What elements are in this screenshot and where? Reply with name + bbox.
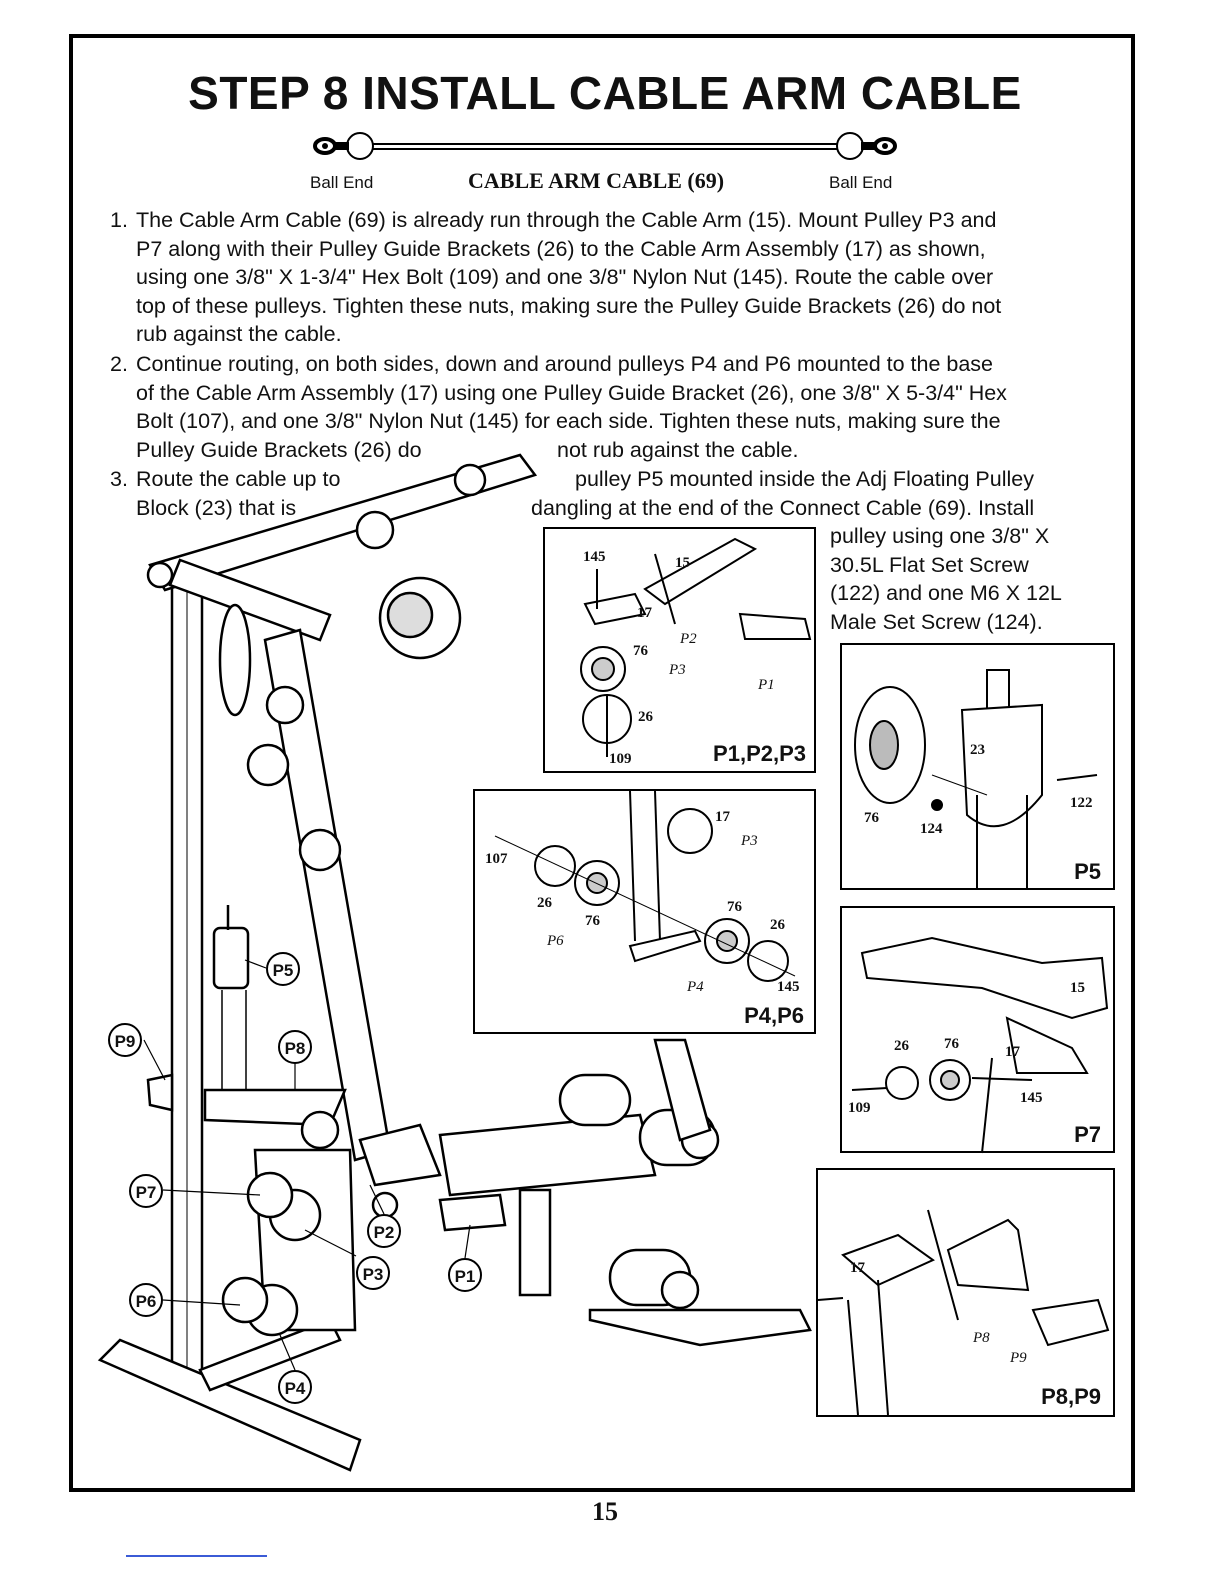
callout-p9: P9: [108, 1023, 142, 1057]
part-label: 76: [727, 899, 742, 915]
cable-name: CABLE ARM CABLE (69): [468, 168, 725, 193]
part-label: 76: [944, 1036, 959, 1052]
part-label: P3: [741, 833, 758, 849]
callout-p6: P6: [129, 1283, 163, 1317]
part-label: 26: [770, 917, 785, 933]
step-line: Block (23) that is: [136, 495, 297, 520]
part-label: 15: [1070, 980, 1085, 996]
part-label: 17: [637, 605, 652, 621]
detail-drawing: [494, 790, 796, 982]
detail-panel-p8-p9: 17 P8 P9 P8,P9: [816, 1168, 1115, 1417]
page-number: 15: [592, 1497, 618, 1526]
step-line: Route the cable up to: [136, 467, 341, 491]
ball-end-left-label: Ball End: [310, 173, 374, 192]
step-line: top of these pulleys. Tighten these nuts…: [136, 293, 1002, 318]
part-label: 124: [920, 821, 943, 837]
part-label: P1: [758, 677, 775, 693]
part-label: 26: [537, 895, 552, 911]
panel-label: P1,P2,P3: [713, 741, 806, 766]
ball-end-left-icon: [313, 132, 374, 160]
ball-end-right-label: Ball End: [829, 173, 893, 192]
cable-illustration: [313, 132, 897, 160]
part-label: P3: [669, 662, 686, 678]
panel-label: P8,P9: [1041, 1384, 1101, 1409]
detail-panel-p7: 15 26 76 17 109 145 P7: [840, 906, 1115, 1154]
part-label: P6: [547, 933, 564, 949]
step-line: rub against the cable.: [136, 322, 342, 347]
step-line: using one 3/8" X 1-3/4" Hex Bolt (109) a…: [136, 265, 994, 290]
detail-drawing: [851, 936, 1109, 1154]
ball-end-right-icon: [836, 132, 897, 160]
part-label: 145: [583, 549, 606, 565]
step-line: Continue routing, on both sides, down an…: [136, 352, 994, 376]
step-line: pulley P5 mounted inside the Adj Floatin…: [575, 467, 1034, 491]
callout-p1: P1: [448, 1258, 482, 1292]
step-line: pulley using one 3/8" X: [830, 524, 1050, 549]
step-line: Bolt (107), and one 3/8" Nylon Nut (145)…: [136, 409, 1001, 434]
detail-panel-p5: 23 76 124 122 P5: [840, 643, 1115, 890]
detail-drawing: [580, 537, 812, 757]
part-label: 17: [715, 809, 730, 825]
panel-label: P7: [1074, 1122, 1101, 1147]
part-label: 107: [485, 851, 508, 867]
step-line: The Cable Arm Cable (69) is already run …: [136, 208, 997, 232]
part-label: 122: [1070, 795, 1093, 811]
part-label: P8: [973, 1330, 990, 1346]
part-label: 26: [638, 709, 653, 725]
part-label: 76: [864, 810, 879, 826]
step-line: P7 along with their Pulley Guide Bracket…: [136, 236, 986, 261]
callout-p7: P7: [129, 1174, 163, 1208]
callout-p8: P8: [278, 1030, 312, 1064]
detail-panel-p4-p6: 17 P3 107 26 76 P6 76 26 P4 145 P4,P6: [473, 789, 816, 1034]
callout-p2: P2: [367, 1214, 401, 1248]
callout-p3: P3: [356, 1256, 390, 1290]
part-label: 109: [848, 1100, 871, 1116]
part-label: P9: [1010, 1350, 1027, 1366]
step-line: dangling at the end of the Connect Cable…: [531, 495, 1035, 520]
part-label: 145: [777, 979, 800, 995]
page-frame: [69, 34, 1135, 1492]
step-number: 2.: [110, 352, 128, 376]
step-line: Pulley Guide Brackets (26) do: [136, 437, 422, 462]
detail-drawing: [854, 669, 1098, 890]
part-label: 23: [970, 742, 985, 758]
page-title: STEP 8 INSTALL CABLE ARM CABLE: [188, 67, 1022, 119]
step-line: 30.5L Flat Set Screw: [830, 552, 1029, 577]
part-label: 17: [1005, 1044, 1020, 1060]
part-label: 15: [675, 555, 690, 571]
step-line: (122) and one M6 X 12L: [830, 581, 1062, 606]
link-underline: [126, 1555, 267, 1557]
panel-label: P4,P6: [744, 1003, 804, 1028]
part-label: 145: [1020, 1090, 1043, 1106]
step-line: not rub against the cable.: [557, 437, 799, 462]
part-label: P4: [687, 979, 704, 995]
callout-p4: P4: [278, 1370, 312, 1404]
step-number: 1.: [110, 208, 128, 232]
step-number: 3.: [110, 467, 128, 491]
part-label: 26: [894, 1038, 909, 1054]
callout-p5: P5: [266, 952, 300, 986]
detail-panel-p1-p2-p3: 145 15 17 P2 76 P3 P1 26 109 P1,P2,P3: [543, 527, 816, 773]
detail-drawing: [817, 1209, 1110, 1416]
panel-label: P5: [1074, 859, 1101, 884]
part-label: 17: [850, 1260, 865, 1276]
step-line: of the Cable Arm Assembly (17) using one…: [136, 380, 1007, 405]
part-label: 76: [585, 913, 600, 929]
part-label: 109: [609, 751, 632, 767]
part-label: 76: [633, 643, 648, 659]
part-label: P2: [680, 631, 697, 647]
step-line: Male Set Screw (124).: [830, 610, 1043, 634]
